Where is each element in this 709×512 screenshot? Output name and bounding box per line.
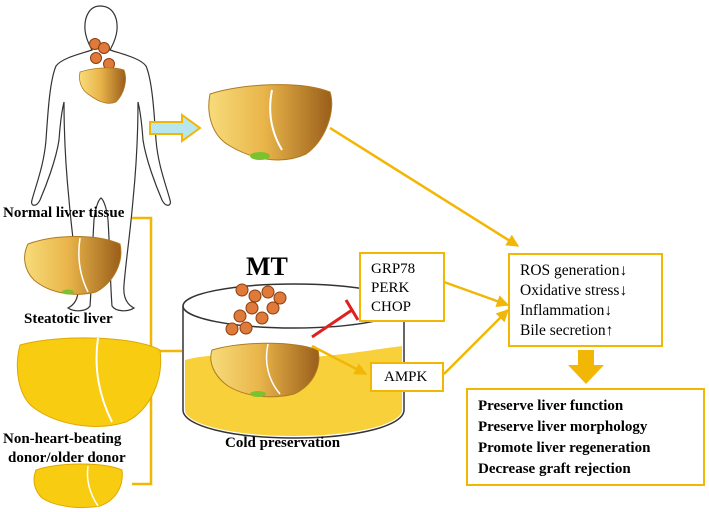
older-donor-label: donor/older donor <box>8 450 126 466</box>
ampk-label: AMPK <box>384 369 428 385</box>
arrow-markers-to-effects <box>443 280 510 308</box>
effect-oxidative: Oxidative stress↓ <box>520 282 628 299</box>
marker-grp78: GRP78 <box>371 261 416 277</box>
arrow-ampk-to-effects <box>443 309 509 375</box>
marker-perk: PERK <box>371 280 410 296</box>
non-heart-beating-label: Non-heart-beating <box>3 431 122 447</box>
cyan-transfer-arrow <box>149 113 202 143</box>
older-donor-liver-icon <box>33 463 123 509</box>
inhibition-line <box>311 299 360 339</box>
arrow-effects-to-outcomes <box>568 350 604 384</box>
outcome-morphology: Preserve liver morphology <box>478 419 648 435</box>
arrow-liver-to-effects <box>329 126 520 248</box>
non-heart-beating-liver-icon <box>16 337 162 427</box>
effects-box: ROS generation↓ Oxidative stress↓ Inflam… <box>508 253 663 347</box>
outcomes-box: Preserve liver function Preserve liver m… <box>466 388 705 486</box>
human-body-figure <box>31 5 171 312</box>
outcome-regeneration: Promote liver regeneration <box>478 440 651 456</box>
er-stress-markers-box: GRP78 PERK CHOP <box>359 252 445 322</box>
effect-inflammation: Inflammation↓ <box>520 302 613 319</box>
arrow-container-to-ampk <box>311 344 368 376</box>
ampk-box: AMPK <box>370 362 444 392</box>
effect-ros: ROS generation↓ <box>520 262 628 279</box>
steatotic-liver-label: Steatotic liver <box>24 311 113 327</box>
body-liver-icon <box>79 67 126 104</box>
outcome-function: Preserve liver function <box>478 398 624 414</box>
effect-bile: Bile secretion↑ <box>520 322 614 339</box>
transplant-liver-icon <box>208 84 333 161</box>
outcome-rejection: Decrease graft rejection <box>478 461 631 477</box>
mt-label: MT <box>246 252 288 281</box>
normal-liver-label: Normal liver tissue <box>3 205 125 221</box>
cold-preservation-label: Cold preservation <box>225 435 341 451</box>
steatotic-liver-icon <box>24 236 122 295</box>
marker-chop: CHOP <box>371 299 412 315</box>
melatonin-dots <box>225 283 287 336</box>
